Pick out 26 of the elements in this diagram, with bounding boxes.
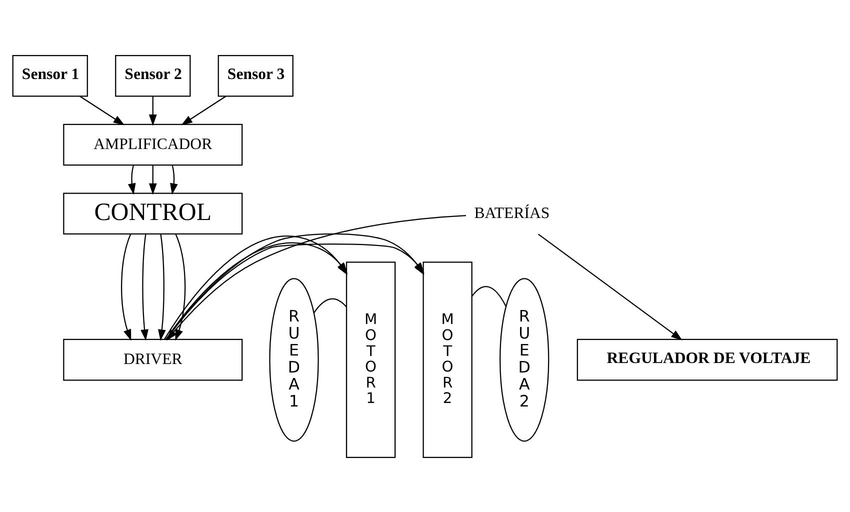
node-box: REGULADOR DE VOLTAJE [576,338,838,380]
arrow [148,96,157,126]
arrow [80,95,125,125]
arrow [538,233,682,340]
connector [314,298,347,313]
arrow [148,164,157,194]
connector [471,286,506,306]
node-box: Sensor 1 [12,54,88,96]
node-box: Sensor 2 [115,54,191,96]
arrow [170,164,178,194]
arrow [166,214,466,340]
arrow [140,234,148,340]
node-text: BATERÍAS [474,204,550,222]
arrow [158,234,166,340]
arrow [175,233,186,340]
node-ellipse: R U E D A 2 [500,277,550,442]
arrow [121,233,132,340]
node-box: AMPLIFICADOR [63,123,243,166]
node-box: M O T O R 2 [422,261,472,458]
node-box: M O T O R 1 [346,261,396,458]
node-box: DRIVER [63,338,243,380]
node-ellipse: R U E D A 1 [269,277,319,442]
node-box: CONTROL [63,192,243,234]
node-box: Sensor 3 [218,54,294,96]
arrow [128,164,136,194]
arrow [181,95,226,125]
